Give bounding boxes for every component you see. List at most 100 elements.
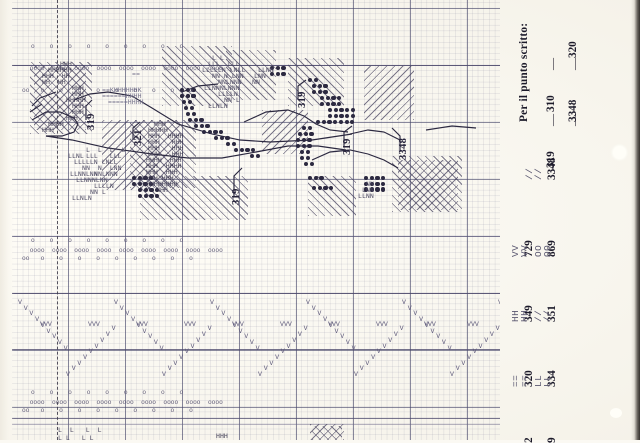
stitch-symbol-v: V xyxy=(436,333,441,341)
filled-stitch-dot xyxy=(364,181,369,186)
band-rule xyxy=(12,236,500,237)
hatch-motif xyxy=(140,176,248,220)
stitch-symbol-v: V xyxy=(317,310,322,318)
filled-stitch-dot xyxy=(364,176,369,181)
filled-stitch-dot xyxy=(323,84,328,89)
stitch-symbol-row: VVV xyxy=(88,321,100,328)
filled-stitch-dot xyxy=(344,120,349,125)
legend-symbol: LL LL xyxy=(533,374,553,387)
stitch-symbol-row: LNN xyxy=(254,73,266,80)
filled-stitch-dot xyxy=(219,136,224,141)
scan-edge-right xyxy=(631,0,640,440)
legend-backstitch-dash: — xyxy=(545,58,559,70)
stitch-symbol-row: HHH HHHH xyxy=(146,163,182,170)
stitch-symbol-row: L L L L xyxy=(58,435,94,440)
stitch-symbol-row: LLNNNLNNN xyxy=(204,85,240,92)
filled-stitch-dot xyxy=(199,124,204,129)
filled-stitch-dot xyxy=(305,150,310,155)
stitch-symbol-v: V xyxy=(334,327,339,335)
legend-backstitch-code: 320 xyxy=(567,41,579,58)
filled-stitch-dot xyxy=(155,193,160,198)
stitch-symbol-v: V xyxy=(232,321,237,329)
filled-stitch-dot xyxy=(226,142,231,147)
filled-stitch-dot xyxy=(303,132,308,137)
stitch-symbol-v: V xyxy=(142,327,147,335)
filled-stitch-dot xyxy=(225,136,230,141)
filled-stitch-dot xyxy=(312,84,317,89)
stitch-symbol-v: V xyxy=(399,325,404,333)
stitch-symbol-row: == xyxy=(132,71,140,78)
stitch-symbol-v: V xyxy=(210,299,214,306)
hatch-motif xyxy=(162,46,232,106)
filled-stitch-dot xyxy=(255,154,260,159)
stitch-symbol-v: V xyxy=(359,365,364,373)
stitch-symbol-row: HHHH HHH xyxy=(142,175,174,182)
stitch-symbol-row: NN N LNN xyxy=(212,73,244,80)
stitch-symbol-v: V xyxy=(190,342,195,350)
filled-stitch-dot xyxy=(281,71,286,76)
stitch-symbol-v: V xyxy=(430,327,435,335)
filled-stitch-dot xyxy=(350,113,355,118)
legend-symbol: VV VV xyxy=(510,244,530,257)
filled-stitch-dot xyxy=(149,181,154,186)
stitch-symbol-row: HHH xyxy=(72,85,84,92)
stitch-symbol-v: V xyxy=(83,353,88,361)
filled-stitch-dot xyxy=(137,176,142,181)
stitch-symbol-v: V xyxy=(52,333,57,341)
filled-stitch-dot xyxy=(138,188,143,193)
hatch-motif xyxy=(312,426,342,440)
backstitch-outlines xyxy=(29,79,477,196)
filled-stitch-dot xyxy=(270,71,275,76)
filled-stitch-dot xyxy=(328,108,333,113)
filled-stitch-dot xyxy=(320,96,325,101)
stitch-symbol-row: HHH HH xyxy=(42,73,70,80)
stitch-symbol-v: V xyxy=(29,310,34,318)
stitch-symbol-v: V xyxy=(23,304,28,312)
filled-stitch-dot xyxy=(143,188,148,193)
filled-stitch-dot xyxy=(316,120,321,125)
stitch-symbol-row: L L L L xyxy=(86,147,126,154)
filled-stitch-dot xyxy=(239,148,244,153)
legend-backstitch-dash: — xyxy=(567,114,581,126)
legend-symbol: HH HH xyxy=(510,309,530,322)
hatch-motif xyxy=(308,176,356,216)
stitch-symbol-v: V xyxy=(472,348,477,356)
stitch-symbol-row: HHH xyxy=(72,103,84,110)
stitch-symbol-v: V xyxy=(255,344,260,352)
stitch-symbol-v: V xyxy=(196,336,201,344)
stitch-symbol-v: V xyxy=(376,348,381,356)
filled-stitch-dot xyxy=(185,94,190,99)
stitch-symbol-v: V xyxy=(393,331,398,339)
stitch-symbol-v: V xyxy=(345,338,350,346)
filled-stitch-dot xyxy=(331,96,336,101)
stitch-symbol-v: V xyxy=(153,338,158,346)
stitch-symbol-v: V xyxy=(351,344,356,352)
filled-stitch-dot xyxy=(219,130,224,135)
filled-stitch-dot xyxy=(312,186,317,191)
stitch-symbol-row: HHHHH xyxy=(148,127,168,134)
stitch-symbol-v: V xyxy=(179,353,184,361)
band-rule xyxy=(12,349,500,350)
stitch-symbol-v: V xyxy=(484,336,489,344)
stitch-symbol-v: V xyxy=(424,321,429,329)
chart-annotation: 319 xyxy=(297,91,308,108)
stitch-symbol-row: LLLLN xyxy=(94,183,114,190)
stitch-symbol-v: V xyxy=(111,325,116,333)
filled-stitch-dot xyxy=(300,155,305,160)
stitch-symbol-row: HHHHH xyxy=(66,97,86,104)
stitch-symbol-v: V xyxy=(455,365,460,373)
stitch-symbol-v: V xyxy=(467,353,472,361)
hatch-motif xyxy=(398,160,458,210)
stitch-symbol-v: V xyxy=(447,344,452,352)
stitch-symbol-v: V xyxy=(238,327,243,335)
filled-stitch-dot xyxy=(155,188,160,193)
filled-stitch-dot xyxy=(214,136,219,141)
stitch-symbol-v: V xyxy=(105,331,110,339)
stitch-symbol-v: V xyxy=(136,321,141,329)
stitch-symbol-row: o o o o o o o o o xyxy=(31,43,184,50)
stitch-symbol-v: V xyxy=(489,331,494,339)
filled-stitch-dot xyxy=(345,108,350,113)
filled-stitch-dot xyxy=(275,71,280,76)
stitch-symbol-v: V xyxy=(66,371,70,378)
